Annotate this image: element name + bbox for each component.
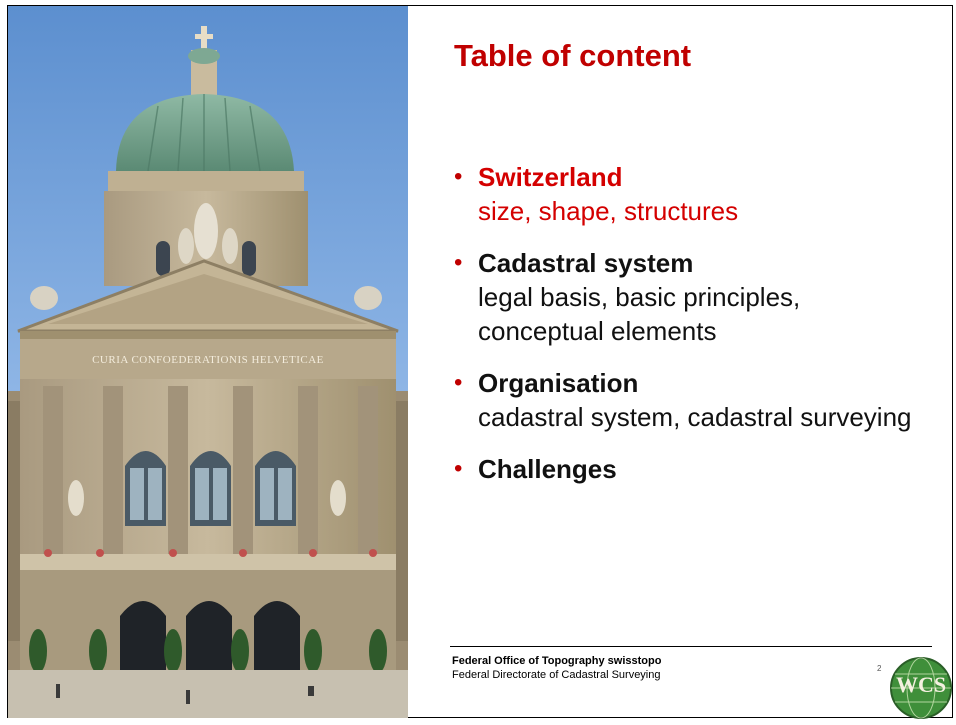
toc-item-heading: Switzerland <box>478 162 623 192</box>
bullet-dot-icon: • <box>454 163 463 190</box>
slide-frame <box>7 5 953 718</box>
bullet-dot-icon: • <box>454 455 463 482</box>
footer-department: Federal Directorate of Cadastral Surveyi… <box>452 669 661 681</box>
toc-item-detail: cadastral system, cadastral surveying <box>478 402 912 432</box>
footer-divider <box>450 646 932 647</box>
photo-inscription: CURIA CONFOEDERATIONIS HELVETICAE <box>92 354 324 366</box>
toc-item-heading: Challenges <box>478 454 617 484</box>
logo-text: WCS <box>896 672 946 697</box>
slide-title: Table of content <box>454 38 692 73</box>
toc-item-challenges: • Challenges <box>452 452 932 486</box>
toc-item-organisation: • Organisation cadastral system, cadastr… <box>452 366 932 434</box>
toc-item-switzerland: • Switzerland size, shape, structures <box>452 160 932 228</box>
wcs-globe-logo-icon: WCS <box>883 652 953 720</box>
toc-item-heading: Cadastral system <box>478 248 694 278</box>
table-of-contents: • Switzerland size, shape, structures • … <box>452 160 932 504</box>
toc-item-cadastral-system: • Cadastral system legal basis, basic pr… <box>452 246 932 348</box>
toc-item-detail: size, shape, structures <box>478 196 739 226</box>
slide-number: 2 <box>877 664 882 673</box>
footer-organisation: Federal Office of Topography swisstopo <box>452 655 662 667</box>
bullet-dot-icon: • <box>454 369 463 396</box>
federal-palace-photo: CURIA CONFOEDERATIONIS HELVETICAE <box>8 6 408 718</box>
toc-item-heading: Organisation <box>478 368 639 398</box>
bullet-dot-icon: • <box>454 249 463 276</box>
toc-item-detail: legal basis, basic principles, conceptua… <box>478 282 801 346</box>
